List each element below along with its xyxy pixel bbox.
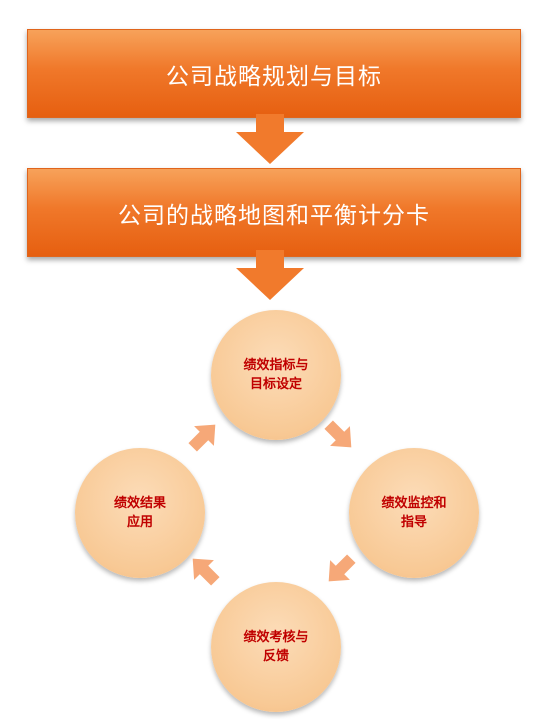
cycle-arrow-bottom-to-left: [192, 558, 220, 586]
cycle-step-label: 绩效考核与 反馈: [243, 630, 309, 664]
cycle-step-evaluation: 绩效考核与 反馈: [211, 582, 341, 712]
cycle-step-application: 绩效结果 应用: [75, 448, 205, 578]
cycle-step-label: 绩效结果 应用: [113, 496, 166, 530]
strategy-planning-label: 公司战略规划与目标: [166, 63, 382, 90]
cycle-step-target-setting: 绩效指标与 目标设定: [211, 310, 341, 440]
cycle-arrow-left-to-top: [188, 424, 216, 452]
cycle-arrow-right-to-bottom: [328, 554, 356, 582]
down-arrow-1: [236, 114, 304, 164]
strategy-map-banner: 公司的战略地图和平衡计分卡: [27, 168, 521, 257]
strategy-planning-banner: 公司战略规划与目标: [27, 29, 521, 118]
down-arrow-2: [236, 250, 304, 300]
cycle-step-label: 绩效指标与 目标设定: [243, 358, 309, 392]
cycle-step-monitoring: 绩效监控和 指导: [349, 448, 479, 578]
strategy-map-label: 公司的战略地图和平衡计分卡: [118, 202, 430, 229]
cycle-arrow-top-to-right: [324, 420, 352, 448]
cycle-step-label: 绩效监控和 指导: [381, 496, 447, 530]
